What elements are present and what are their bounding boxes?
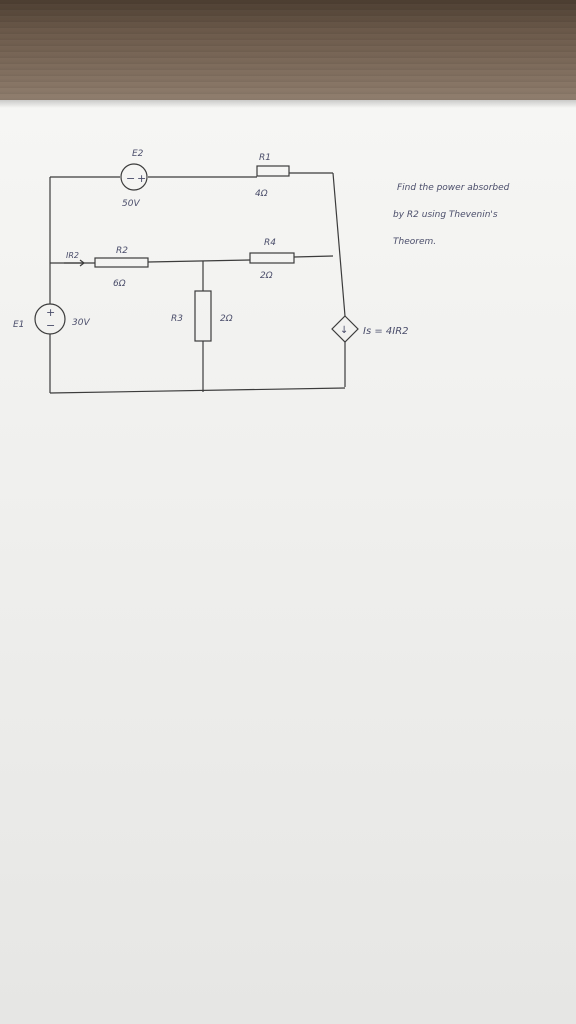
e2-plus-sign: + — [137, 172, 146, 185]
paper-top-edge-shadow — [0, 100, 576, 108]
dependent-current-source — [331, 315, 359, 343]
question-line-1: Find the power absorbed — [397, 183, 510, 193]
ir2-arrow-head — [79, 259, 85, 267]
wire-right-upper — [332, 172, 346, 317]
label-e2: E2 — [132, 149, 144, 159]
label-50v: 50V — [122, 199, 140, 209]
current-direction-arrow: ↓ — [340, 325, 348, 336]
label-r2-value: 6Ω — [113, 279, 126, 289]
e2-minus-sign: − — [126, 172, 135, 185]
label-r4-value: 2Ω — [260, 271, 273, 281]
voltage-source-e2 — [120, 163, 148, 191]
wire-bottom — [49, 387, 346, 394]
wire-middle-center — [147, 259, 251, 263]
wood-grain-texture — [0, 0, 576, 118]
label-e1: E1 — [13, 320, 24, 330]
label-r4: R4 — [264, 238, 276, 248]
resistor-r4 — [249, 252, 295, 264]
question-line-3: Theorem. — [393, 237, 436, 247]
question-line-2: by R2 using Thevenin's — [393, 210, 498, 220]
e1-minus-sign: − — [46, 319, 55, 332]
e1-plus-sign: + — [46, 306, 55, 319]
resistor-r2 — [94, 257, 149, 268]
voltage-source-e1 — [34, 303, 66, 335]
label-ir2: IR2 — [66, 251, 79, 260]
circuit-wires — [49, 172, 346, 394]
wooden-table-background — [0, 0, 576, 118]
resistor-r1 — [256, 165, 290, 177]
paper-sheet — [0, 100, 576, 1024]
label-r1-value: 4Ω — [255, 189, 268, 199]
label-r1: R1 — [259, 153, 271, 163]
wire-middle-right — [293, 255, 334, 258]
label-r3: R3 — [171, 314, 183, 324]
resistor-r3 — [194, 290, 212, 342]
label-dependent-source: Is = 4IR2 — [363, 326, 409, 337]
label-r3-value: 2Ω — [220, 314, 233, 324]
label-30v: 30V — [72, 318, 90, 328]
label-r2: R2 — [116, 246, 128, 256]
